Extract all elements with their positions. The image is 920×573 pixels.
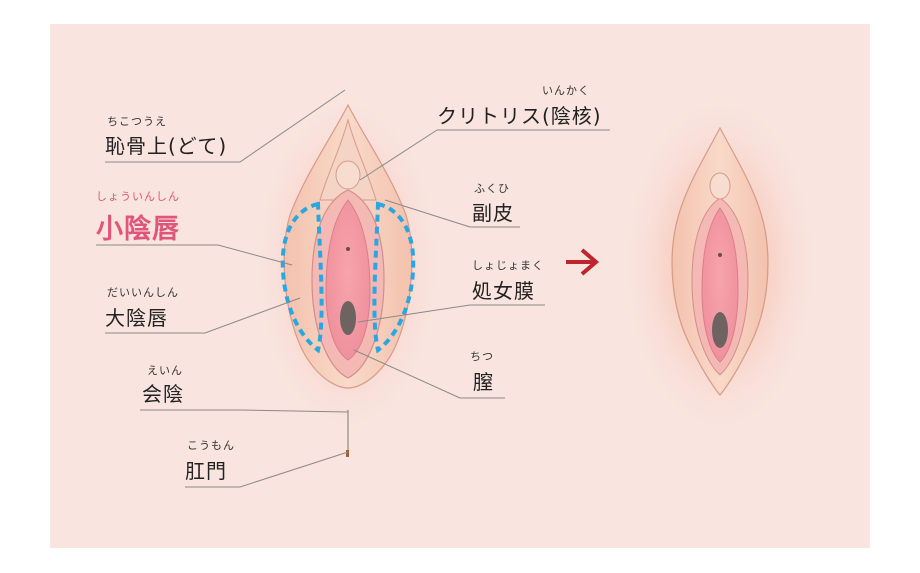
- pubis-ruby: ちこつうえ: [107, 115, 167, 128]
- labia-minora-ruby: しょういんしん: [96, 190, 180, 203]
- left-figure: [253, 90, 443, 457]
- right-arrow-icon: [566, 248, 600, 276]
- vestibule-shape: [325, 199, 371, 361]
- labia-minora-label: 小陰唇: [96, 214, 180, 245]
- hood-label: 副皮: [472, 201, 514, 225]
- clitoris-label: クリトリス(陰核): [437, 104, 602, 128]
- hymen-ruby: しょじょまく: [472, 259, 544, 272]
- anus-ruby: こうもん: [187, 439, 235, 452]
- dashed-outline-right: [372, 201, 416, 354]
- clitoris-shape: [335, 160, 361, 190]
- hymen-label: 処女膜: [472, 279, 535, 303]
- dashed-outline-left: [280, 201, 324, 354]
- clitoris-ruby: いんかく: [542, 84, 590, 97]
- labia-majora-ruby: だいいんしん: [107, 286, 179, 299]
- anus-label: 肛門: [185, 459, 227, 483]
- perineum-label: 会陰: [142, 382, 184, 406]
- leader-lines: [96, 89, 610, 488]
- labia-majora-label: 大陰唇: [105, 306, 168, 330]
- vagina-label: 膣: [473, 370, 494, 394]
- right-figure: [620, 90, 820, 440]
- perineum-ruby: えいん: [147, 364, 183, 377]
- hood-ruby: ふくひ: [474, 182, 510, 195]
- vaginal-opening-shape: [340, 301, 356, 335]
- vagina-ruby: ちつ: [470, 350, 494, 363]
- pubis-label: 恥骨上(どて): [105, 134, 228, 158]
